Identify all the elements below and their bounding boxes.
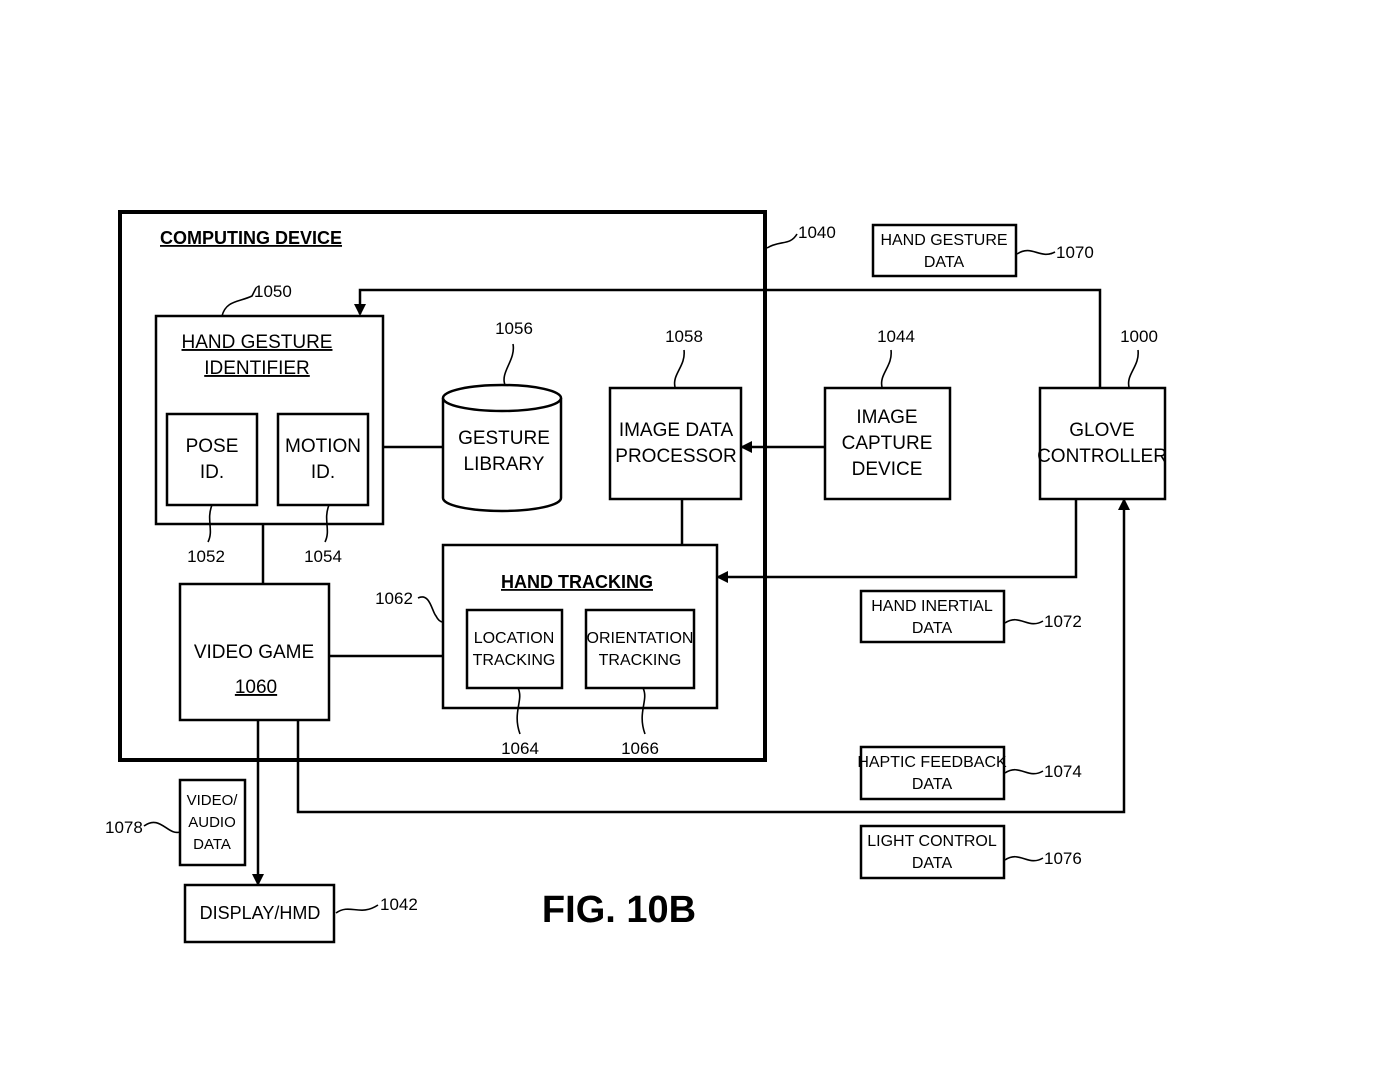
location-tracking-block: LOCATION TRACKING — [465, 608, 564, 690]
video-game-ref: 1060 — [235, 677, 277, 698]
computing-device-container — [118, 210, 767, 762]
image-capture-device-block: IMAGE CAPTURE DEVICE — [823, 386, 952, 501]
leader-1054 — [324, 504, 330, 543]
display-hmd-block: DISPLAY/HMD — [183, 883, 336, 944]
light-control-data-label: LIGHT CONTROL DATA — [859, 824, 1006, 880]
ref-1056: 1056 — [495, 319, 533, 338]
hgd-line-1: HAND GESTURE — [880, 232, 1007, 249]
leader-1070 — [1016, 249, 1056, 256]
leader-1074 — [1004, 768, 1044, 775]
ref-1042: 1042 — [380, 895, 418, 914]
computing-device-label: COMPUTING DEVICE — [160, 228, 342, 248]
leader-1000 — [1127, 349, 1139, 388]
orientation-line-1: ORIENTATION — [587, 630, 694, 647]
ref-1074: 1074 — [1044, 762, 1082, 781]
ref-1062: 1062 — [375, 589, 413, 608]
leader-1078 — [143, 821, 181, 834]
glove-line-1: GLOVE — [1069, 420, 1134, 441]
hgi-line-1: HAND GESTURE — [182, 332, 333, 353]
leader-1042 — [335, 904, 379, 914]
ref-1066: 1066 — [621, 739, 659, 758]
gesture-library-cylinder: GESTURE LIBRARY — [441, 383, 563, 513]
ref-1070: 1070 — [1056, 243, 1094, 262]
leader-1050 — [221, 287, 257, 317]
leader-1052 — [207, 504, 213, 543]
ref-1040: 1040 — [798, 223, 836, 242]
vad-line-1: VIDEO/ — [187, 792, 239, 809]
capture-line-3: DEVICE — [852, 459, 923, 480]
orientation-tracking-block: ORIENTATION TRACKING — [584, 608, 696, 690]
pose-line-1: POSE — [186, 436, 239, 457]
library-line-2: LIBRARY — [464, 454, 545, 475]
ref-1072: 1072 — [1044, 612, 1082, 631]
video-audio-data-label: VIDEO/ AUDIO DATA — [178, 778, 247, 867]
ref-1052: 1052 — [187, 547, 225, 566]
pose-line-2: ID. — [200, 462, 224, 483]
ref-1076: 1076 — [1044, 849, 1082, 868]
vad-line-2: AUDIO — [188, 814, 236, 831]
leader-1066 — [641, 687, 646, 735]
leader-1058 — [673, 349, 685, 388]
location-line-1: LOCATION — [474, 630, 555, 647]
hfd-line-1: HAPTIC FEEDBACK — [857, 754, 1007, 771]
figure-title: FIG. 10B — [542, 889, 696, 931]
connector-glove-to-hgi — [354, 288, 1102, 388]
ref-1044: 1044 — [877, 327, 915, 346]
motion-line-1: MOTION — [285, 436, 361, 457]
motion-line-2: ID. — [311, 462, 335, 483]
image-data-processor-block: IMAGE DATA PROCESSOR — [608, 386, 743, 501]
leader-1056 — [503, 343, 515, 386]
hid-line-1: HAND INERTIAL — [871, 598, 993, 615]
leader-1044 — [880, 349, 892, 388]
hand-tracking-label: HAND TRACKING — [501, 572, 653, 592]
ref-1078: 1078 — [105, 818, 143, 837]
processor-line-2: PROCESSOR — [615, 446, 736, 467]
lcd-line-2: DATA — [912, 855, 953, 872]
hid-line-2: DATA — [912, 620, 953, 637]
ref-1050: 1050 — [254, 282, 292, 301]
lcd-line-1: LIGHT CONTROL — [867, 833, 997, 850]
library-line-1: GESTURE — [458, 428, 550, 449]
leader-1072 — [1004, 618, 1044, 625]
glove-line-2: CONTROLLER — [1037, 446, 1167, 467]
location-line-2: TRACKING — [473, 652, 556, 669]
leader-1064 — [516, 687, 521, 735]
leader-1062 — [417, 596, 444, 623]
pose-id-block: POSE ID. — [165, 412, 259, 507]
haptic-feedback-data-label: HAPTIC FEEDBACK DATA — [857, 745, 1007, 801]
hand-gesture-data-label: HAND GESTURE DATA — [871, 223, 1018, 278]
glove-controller-block: GLOVE CONTROLLER — [1037, 386, 1167, 501]
capture-line-2: CAPTURE — [842, 433, 933, 454]
vad-line-3: DATA — [193, 836, 231, 853]
orientation-line-2: TRACKING — [599, 652, 682, 669]
hand-inertial-data-label: HAND INERTIAL DATA — [859, 589, 1006, 644]
ref-1058: 1058 — [665, 327, 703, 346]
ref-1000: 1000 — [1120, 327, 1158, 346]
leader-1040 — [766, 233, 798, 249]
capture-line-1: IMAGE — [856, 407, 917, 428]
motion-id-block: MOTION ID. — [276, 412, 370, 507]
processor-line-1: IMAGE DATA — [619, 420, 734, 441]
display-label: DISPLAY/HMD — [200, 903, 321, 923]
hgd-line-2: DATA — [924, 254, 965, 271]
ref-1064: 1064 — [501, 739, 539, 758]
video-game-label: VIDEO GAME — [194, 642, 314, 663]
leader-1076 — [1004, 855, 1044, 862]
connector-glove-to-tracking — [716, 500, 1078, 583]
video-game-block: VIDEO GAME 1060 — [178, 582, 331, 722]
hfd-line-2: DATA — [912, 776, 953, 793]
hgi-line-2: IDENTIFIER — [204, 358, 310, 379]
connector-game-to-glove — [296, 498, 1130, 814]
ref-1054: 1054 — [304, 547, 342, 566]
